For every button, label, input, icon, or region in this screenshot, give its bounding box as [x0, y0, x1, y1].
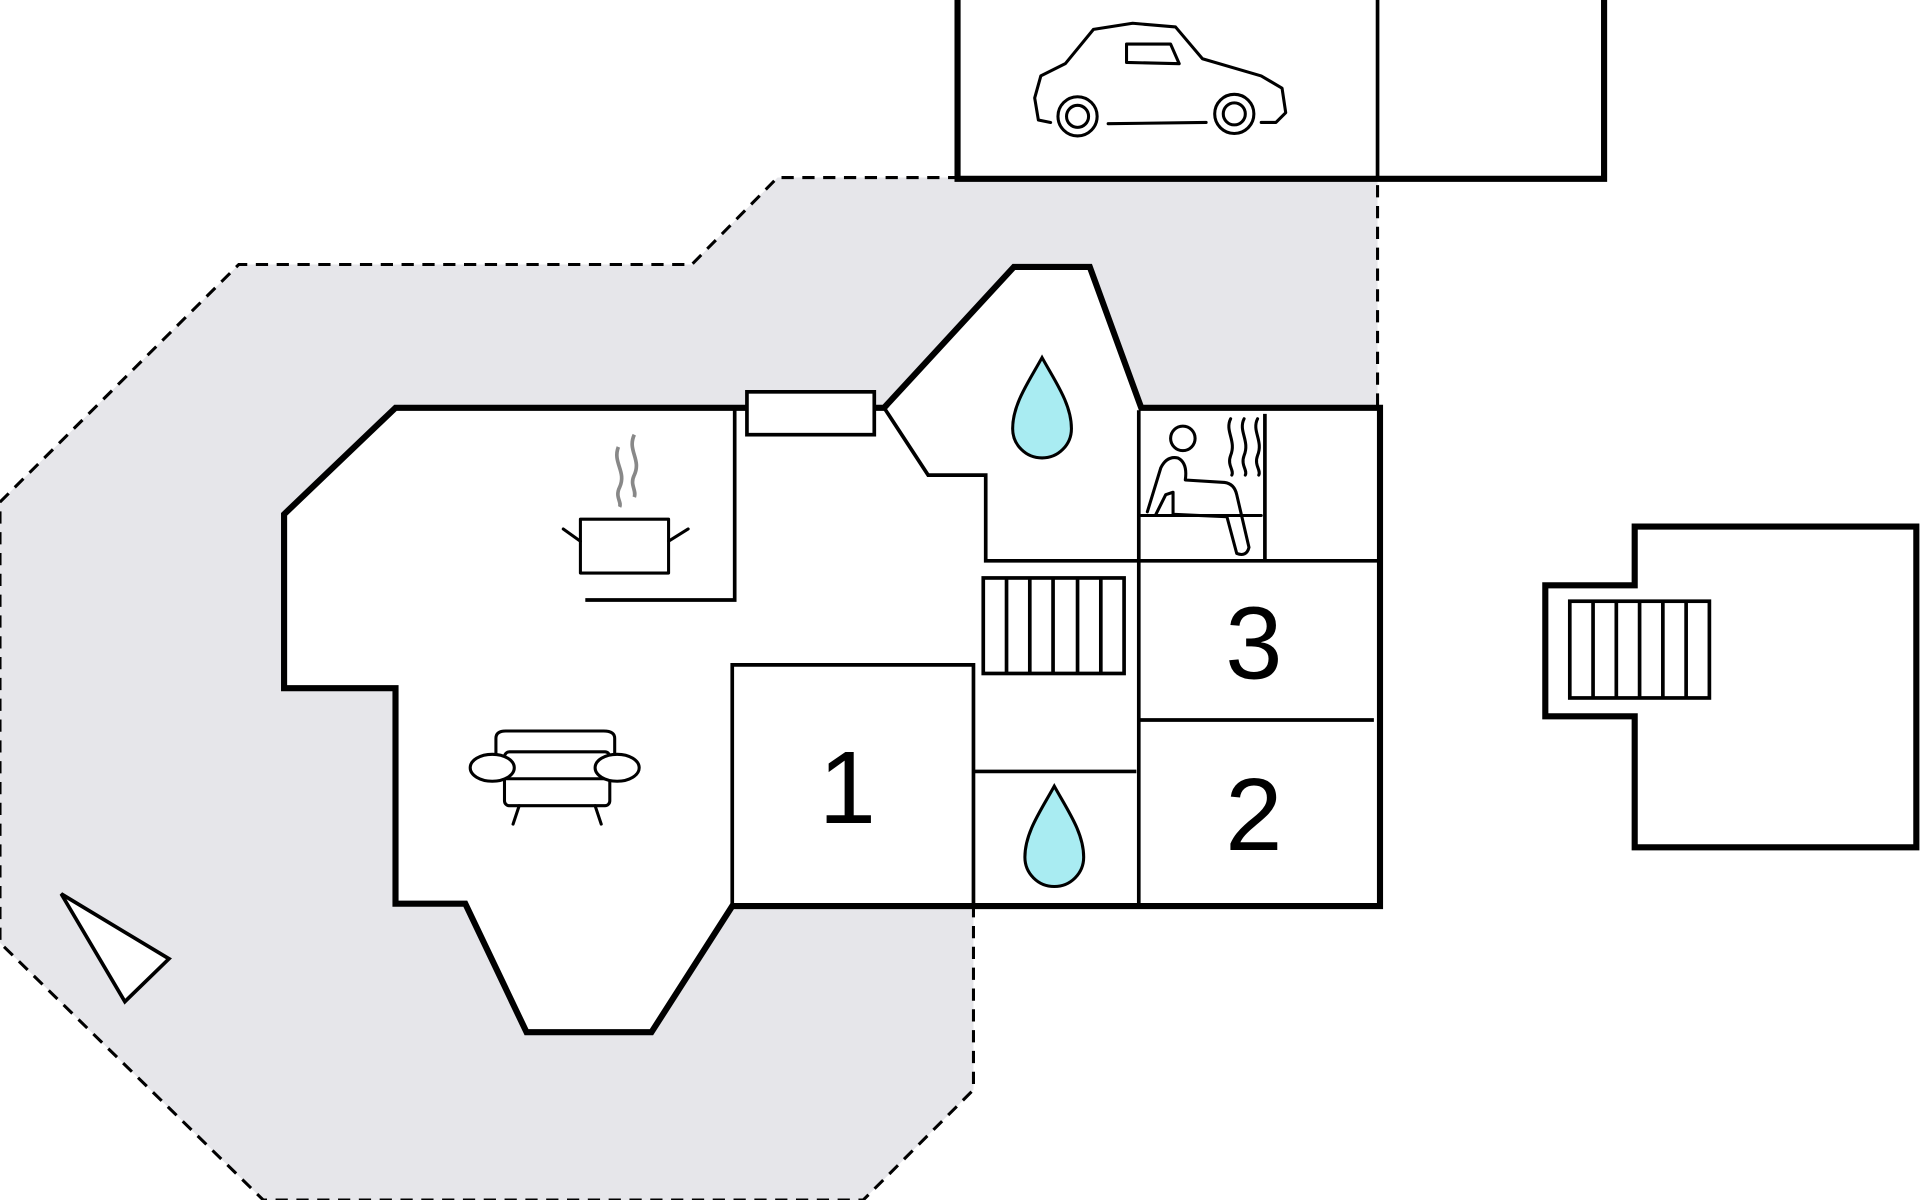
sauna-icon	[1139, 417, 1263, 556]
sofa-icon	[468, 729, 641, 826]
room-number-2: 2	[1225, 757, 1282, 872]
stairs-icon	[981, 576, 1126, 676]
north-arrow-icon	[59, 892, 172, 1005]
window	[745, 390, 877, 437]
stairs-icon	[1567, 599, 1712, 700]
water-drop-icon	[1011, 354, 1073, 460]
cooking-pot-icon	[561, 433, 690, 575]
car-icon	[1033, 21, 1288, 138]
house-outline	[281, 263, 1384, 1036]
annex-building	[1542, 523, 1920, 851]
interior-walls	[585, 406, 1380, 907]
room-number-3: 3	[1225, 585, 1282, 700]
room-number-1: 1	[819, 730, 876, 845]
water-drop-icon	[1023, 782, 1086, 888]
carport	[954, 0, 1608, 182]
